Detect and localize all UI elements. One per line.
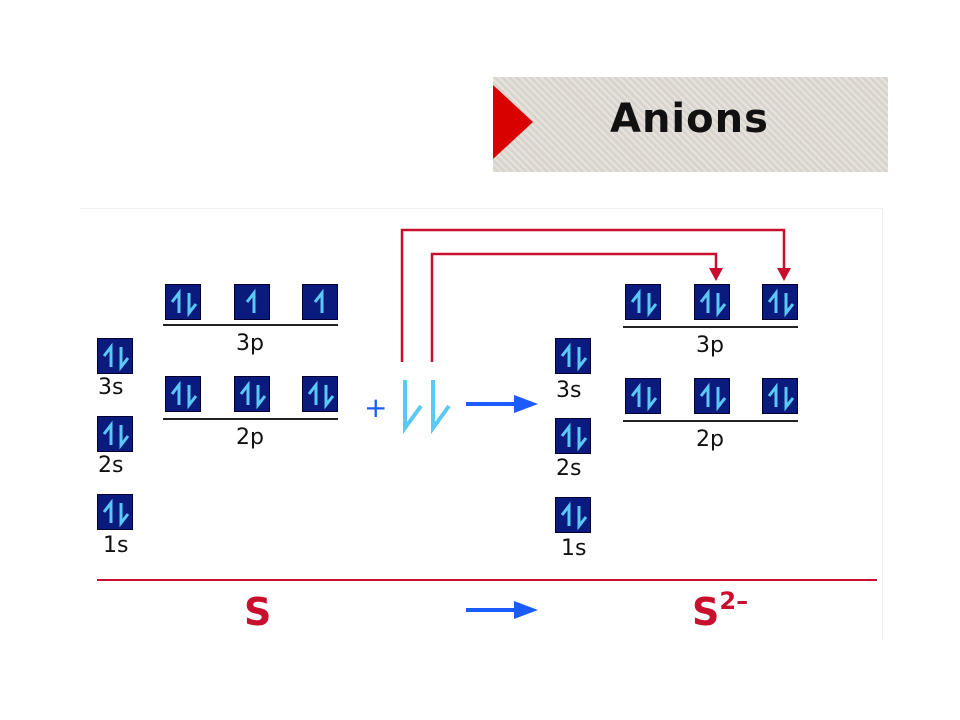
electron-spin-icon [560, 422, 588, 452]
orbital-label-right-3p: 3p [696, 333, 724, 358]
orbital-line-left-2p [163, 418, 338, 420]
header-title: Anions [610, 96, 769, 142]
electron-spin-icon [313, 288, 324, 313]
reaction-arrow-icon [466, 395, 538, 413]
header-triangle-icon [493, 85, 533, 159]
electron-spin-icon [307, 380, 335, 410]
electron-spin-icon [767, 382, 795, 412]
orbital-label-right-1s: 1s [561, 536, 587, 561]
electron-spin-icon [239, 380, 267, 410]
orbital-box-left-1s [97, 494, 133, 530]
electron-spin-icon [170, 288, 198, 318]
orbital-box-right-2p-2 [694, 378, 730, 414]
orbital-box-right-2s [555, 418, 591, 454]
electron-spin-icon [699, 288, 727, 318]
orbital-line-right-2p [623, 420, 798, 422]
electron-spin-icon [630, 288, 658, 318]
electron-path-arrow-inner [430, 252, 723, 362]
product-element: S [692, 590, 720, 634]
orbital-box-left-3p-2 [234, 284, 270, 320]
electron-spin-icon [699, 382, 727, 412]
orbital-label-left-3p: 3p [236, 331, 264, 356]
electron-spin-icon [560, 501, 588, 531]
plus-sign: + [364, 391, 388, 424]
reactant-symbol: S [244, 590, 272, 634]
added-electron [403, 380, 423, 435]
product-symbol: S2– [692, 589, 748, 634]
orbital-label-left-1s: 1s [103, 533, 129, 558]
divider-line [97, 579, 877, 581]
electron-spin-icon [560, 342, 588, 372]
orbital-label-left-2s: 2s [98, 453, 124, 478]
orbital-box-left-2p-1 [165, 376, 201, 412]
electron-spin-icon [102, 420, 130, 450]
orbital-box-left-3p-3 [302, 284, 338, 320]
electron-spin-icon [102, 342, 130, 372]
orbital-box-right-2p-1 [625, 378, 661, 414]
electron-spin-icon [630, 382, 658, 412]
product-charge: 2– [719, 587, 749, 615]
orbital-box-right-3p-3 [762, 284, 798, 320]
orbital-box-left-3s [97, 338, 133, 374]
orbital-box-right-1s [555, 497, 591, 533]
added-electron [431, 380, 451, 435]
orbital-box-right-3p-2 [694, 284, 730, 320]
electron-spin-icon [102, 498, 130, 528]
orbital-label-left-2p: 2p [236, 425, 264, 450]
electron-path-arrow-outer [400, 228, 791, 362]
orbital-label-right-2p: 2p [696, 427, 724, 452]
orbital-label-right-2s: 2s [556, 456, 582, 481]
orbital-box-right-3s [555, 338, 591, 374]
orbital-box-left-2p-3 [302, 376, 338, 412]
orbital-box-right-2p-3 [762, 378, 798, 414]
electron-spin-icon [170, 380, 198, 410]
orbital-line-left-3p [163, 324, 338, 326]
orbital-label-right-3s: 3s [556, 378, 582, 403]
orbital-line-right-3p [623, 326, 798, 328]
header-banner [493, 77, 888, 172]
orbital-box-right-3p-1 [625, 284, 661, 320]
orbital-box-left-2s [97, 416, 133, 452]
orbital-label-left-3s: 3s [98, 375, 124, 400]
orbital-box-left-3p-1 [165, 284, 201, 320]
electron-spin-icon [245, 288, 256, 313]
orbital-box-left-2p-2 [234, 376, 270, 412]
orbital-diagram-panel [80, 208, 883, 641]
bottom-reaction-arrow-icon [466, 601, 538, 619]
added-electrons-icon [403, 380, 451, 435]
electron-spin-icon [767, 288, 795, 318]
